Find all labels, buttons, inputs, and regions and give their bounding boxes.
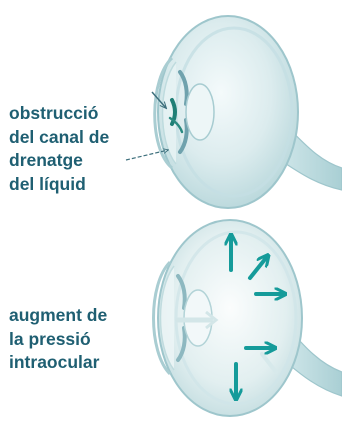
pressure-arrow-icon xyxy=(248,258,266,280)
top-cornea xyxy=(153,56,174,170)
top-eyeball xyxy=(157,15,299,209)
bottom-eye xyxy=(152,219,342,417)
label-line: la pressió xyxy=(9,328,91,349)
label-line: intraocular xyxy=(9,352,100,372)
drainage-pointer-icon xyxy=(151,91,166,108)
drainage-pointer-icon xyxy=(125,150,168,161)
top-eye xyxy=(153,15,342,209)
label-line: del líquid xyxy=(9,173,86,194)
bottom-cornea xyxy=(152,260,172,376)
label-line: del canal de xyxy=(9,126,110,147)
label-line: augment de xyxy=(9,305,108,325)
pressure-label: augment de la pressió intraocular xyxy=(9,304,107,375)
pressure-arrows xyxy=(231,238,282,396)
bottom-eyeball xyxy=(157,219,303,417)
label-line: obstrucció xyxy=(9,103,99,123)
top-blocked-drain xyxy=(170,98,177,126)
obstruction-label: obstrucció del canal de drenatge del líq… xyxy=(9,102,109,196)
top-lens xyxy=(185,83,215,141)
label-line: drenatge xyxy=(9,150,83,170)
bottom-iris xyxy=(176,274,187,362)
